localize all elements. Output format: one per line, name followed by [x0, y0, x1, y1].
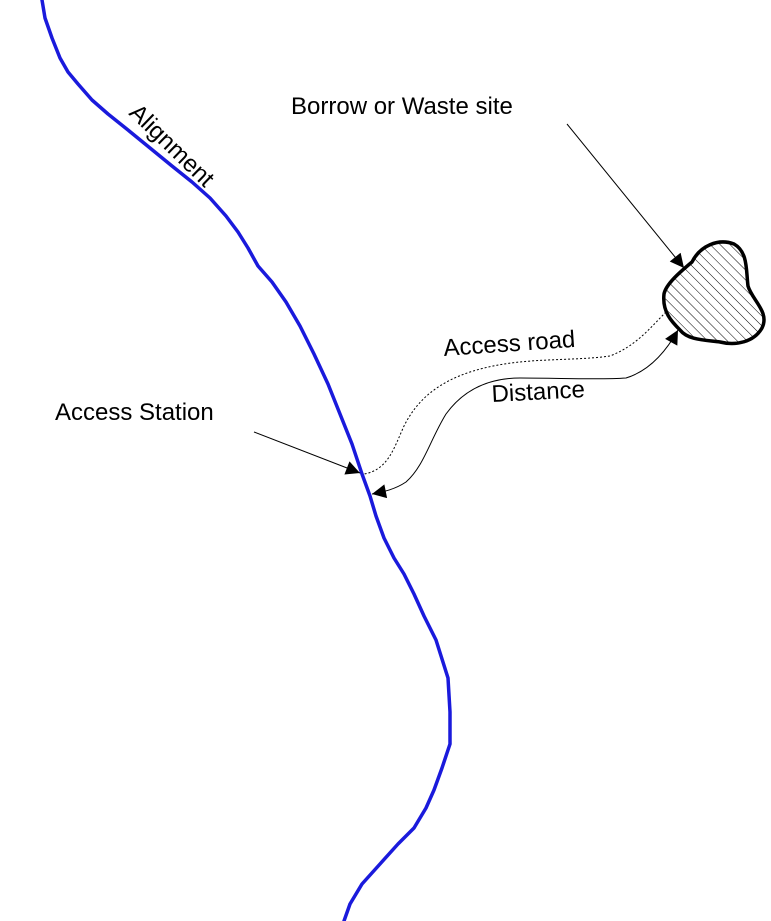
distance-dimension: [371, 329, 679, 499]
access-station-label: Access Station: [55, 399, 214, 426]
alignment-line: [40, 0, 452, 921]
borrow-site-shape: [662, 240, 766, 346]
access-road-label: Access road: [443, 326, 577, 362]
access-station-leader: [253, 431, 361, 475]
distance-label: Distance: [491, 376, 586, 408]
alignment-label: Alignment: [124, 99, 220, 193]
borrow-site-label: Borrow or Waste site: [291, 93, 513, 120]
borrow-site-leader: [566, 123, 685, 269]
